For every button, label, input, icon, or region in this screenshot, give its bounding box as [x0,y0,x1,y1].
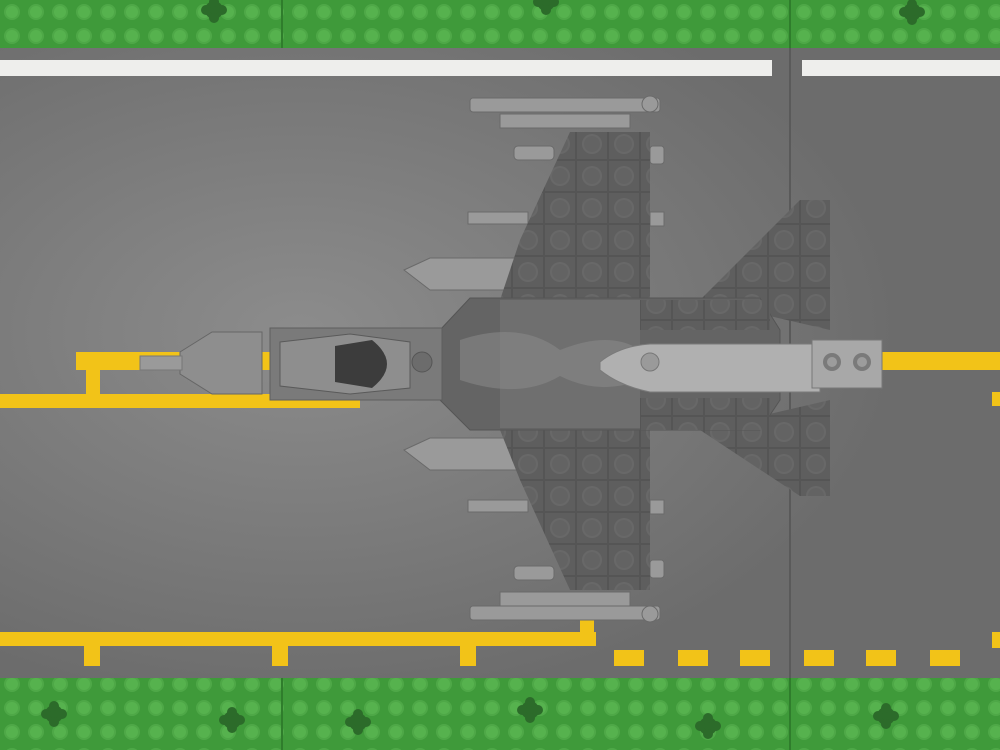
white-line-right [802,60,1000,76]
wing-bottom [500,430,650,590]
fighter-jet [139,95,883,623]
white-line-left [0,60,772,76]
engine-spine [599,339,883,393]
pitot-tube [139,355,183,371]
flowers [41,0,925,739]
wing-top [500,132,650,300]
canopy [279,333,433,395]
grass-bottom [0,678,1000,750]
grass-top [0,0,1000,48]
nose-cone [179,331,263,395]
